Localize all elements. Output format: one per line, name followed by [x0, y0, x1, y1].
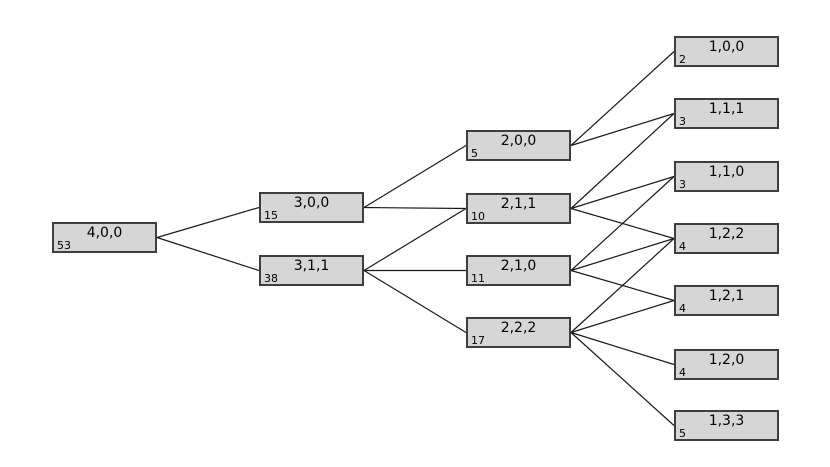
graph-edge-2-1-0--1-1-0 [570, 176, 675, 271]
graph-edge-2-1-0--1-2-2 [570, 237, 675, 272]
node-label: 3,0,0 [293, 195, 330, 211]
node-count: 4 [679, 240, 686, 253]
graph-edge-4-0-0--3-1-1 [156, 236, 260, 272]
graph-edge-2-1-1--1-1-1 [570, 113, 675, 209]
node-label: 2,1,1 [500, 196, 537, 212]
node-label: 1,2,2 [708, 226, 745, 242]
node-count: 38 [264, 272, 278, 285]
node-count: 3 [679, 115, 686, 128]
graph-node-3-0-0: 15 3,0,0 [259, 192, 364, 223]
graph-node-3-1-1: 38 3,1,1 [259, 255, 364, 286]
node-count: 2 [679, 53, 686, 66]
graph-node-1-0-0: 2 1,0,0 [674, 36, 779, 67]
node-label: 1,2,1 [708, 288, 745, 304]
graph-node-2-1-1: 10 2,1,1 [466, 193, 571, 224]
node-count: 15 [264, 209, 278, 222]
node-label: 1,1,0 [708, 164, 745, 180]
graph-node-1-2-2: 4 1,2,2 [674, 223, 779, 254]
graph-node-1-1-1: 3 1,1,1 [674, 98, 779, 129]
node-label: 2,1,0 [500, 258, 537, 274]
node-count: 5 [471, 147, 478, 160]
node-count: 11 [471, 272, 485, 285]
graph-edge-3-1-1--2-1-1 [363, 207, 467, 272]
graph-node-1-1-0: 3 1,1,0 [674, 161, 779, 192]
graph-node-2-0-0: 5 2,0,0 [466, 130, 571, 161]
graph-edge-3-0-0--2-0-0 [363, 144, 467, 209]
graph-node-1-3-3: 5 1,3,3 [674, 410, 779, 441]
graph-edge-2-1-1--1-1-0 [570, 175, 675, 210]
node-label: 1,2,0 [708, 352, 745, 368]
node-label: 1,3,3 [708, 413, 745, 429]
node-count: 17 [471, 334, 485, 347]
node-count: 4 [679, 302, 686, 315]
node-label: 3,1,1 [293, 258, 330, 274]
graph-edge-4-0-0--3-0-0 [156, 206, 260, 239]
graph-edge-2-0-0--1-1-1 [570, 112, 675, 147]
node-label: 2,2,2 [500, 320, 537, 336]
node-label: 2,0,0 [500, 133, 537, 149]
node-count: 53 [57, 239, 71, 252]
graph-edge-2-2-2--1-2-0 [570, 331, 675, 366]
graph-node-2-1-0: 11 2,1,0 [466, 255, 571, 286]
node-label: 4,0,0 [86, 225, 123, 241]
node-count: 4 [679, 366, 686, 379]
graph-edge-3-1-1--2-2-2 [363, 269, 467, 334]
graph-node-1-2-1: 4 1,2,1 [674, 285, 779, 316]
node-label: 1,0,0 [708, 39, 745, 55]
node-count: 10 [471, 210, 485, 223]
graph-edge-2-2-2--1-2-1 [570, 299, 675, 334]
graph-edge-3-0-0--2-1-1 [363, 206, 467, 210]
node-count: 3 [679, 178, 686, 191]
graph-node-4-0-0: 53 4,0,0 [52, 222, 157, 253]
graph-node-1-2-0: 4 1,2,0 [674, 349, 779, 380]
graph-edge-2-2-2--1-3-3 [570, 332, 675, 426]
graph-edge-2-2-2--1-2-2 [570, 238, 675, 333]
graph-edge-2-0-0--1-0-0 [570, 51, 675, 146]
node-label: 1,1,1 [708, 101, 745, 117]
node-count: 5 [679, 427, 686, 440]
graph-node-2-2-2: 17 2,2,2 [466, 317, 571, 348]
